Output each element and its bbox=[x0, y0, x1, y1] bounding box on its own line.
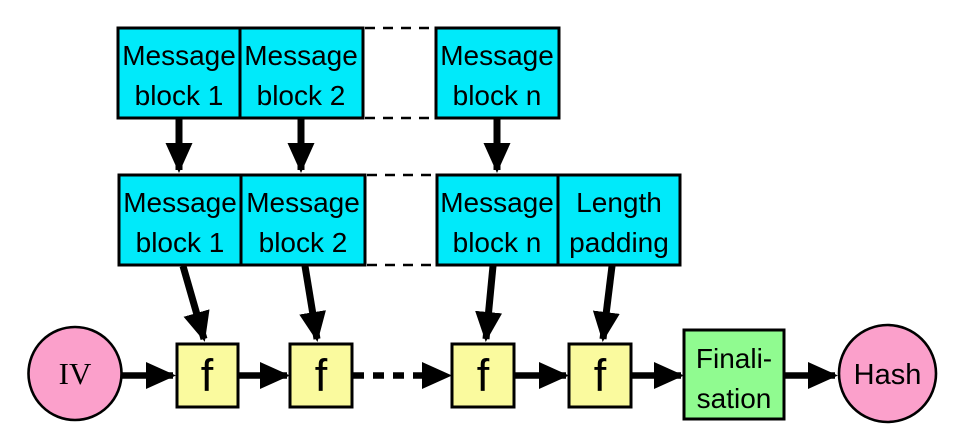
arrow-padding-to-f4 bbox=[592, 265, 620, 342]
middle-message-block-n-line1: Message bbox=[440, 187, 554, 218]
iv-node bbox=[27, 325, 123, 422]
top-message-block-n-line1: Message bbox=[440, 40, 554, 71]
top-message-block-n-line2: block n bbox=[453, 80, 542, 111]
top-message-block-1-line2: block 1 bbox=[135, 80, 224, 111]
middle-message-block-1-line1: Message bbox=[123, 187, 237, 218]
top-message-block-1-line1: Message bbox=[122, 40, 236, 71]
arrow-middlen-to-f3 bbox=[475, 265, 503, 342]
top-message-block-1 bbox=[116, 26, 242, 120]
hash-label: Hash bbox=[854, 359, 922, 391]
length-padding-line1: Length bbox=[576, 187, 662, 218]
hash-node bbox=[837, 323, 938, 424]
f-box-1-label: f bbox=[201, 350, 214, 401]
middle-message-blocks: Message block 1 Message block 2 Message … bbox=[117, 173, 682, 267]
arrow-middle2-to-f2 bbox=[299, 265, 326, 342]
middle-message-block-2 bbox=[239, 173, 367, 267]
iv-label: IV bbox=[59, 356, 92, 391]
middle-message-block-2-line2: block 2 bbox=[259, 227, 348, 258]
finalisation-line1: Finali- bbox=[696, 343, 772, 374]
middle-message-block-2-line1: Message bbox=[246, 187, 360, 218]
f-box-2-label: f bbox=[315, 350, 328, 401]
f-box-4-label: f bbox=[594, 350, 607, 401]
middle-message-block-1-line2: block 1 bbox=[136, 227, 225, 258]
f-box-3-label: f bbox=[477, 350, 490, 401]
f-box-4 bbox=[567, 342, 633, 409]
top-to-middle-arrows bbox=[165, 118, 511, 173]
top-message-block-2-line2: block 2 bbox=[257, 80, 346, 111]
f-box-3 bbox=[450, 342, 516, 409]
middle-message-block-n-line2: block n bbox=[453, 227, 542, 258]
top-message-blocks: Message block 1 Message block 2 Message … bbox=[116, 26, 561, 120]
compression-chain: IV f f f f Finali- sation Hash bbox=[27, 323, 938, 424]
length-padding-block bbox=[556, 173, 682, 267]
top-message-block-2-line1: Message bbox=[244, 40, 358, 71]
arrow-middle1-to-f1 bbox=[179, 265, 210, 342]
finalisation-line2: sation bbox=[697, 383, 772, 414]
middle-to-f-arrows bbox=[179, 265, 620, 342]
length-padding-line2: padding bbox=[569, 227, 669, 258]
f-box-2 bbox=[288, 342, 354, 409]
top-message-block-2 bbox=[238, 26, 365, 120]
